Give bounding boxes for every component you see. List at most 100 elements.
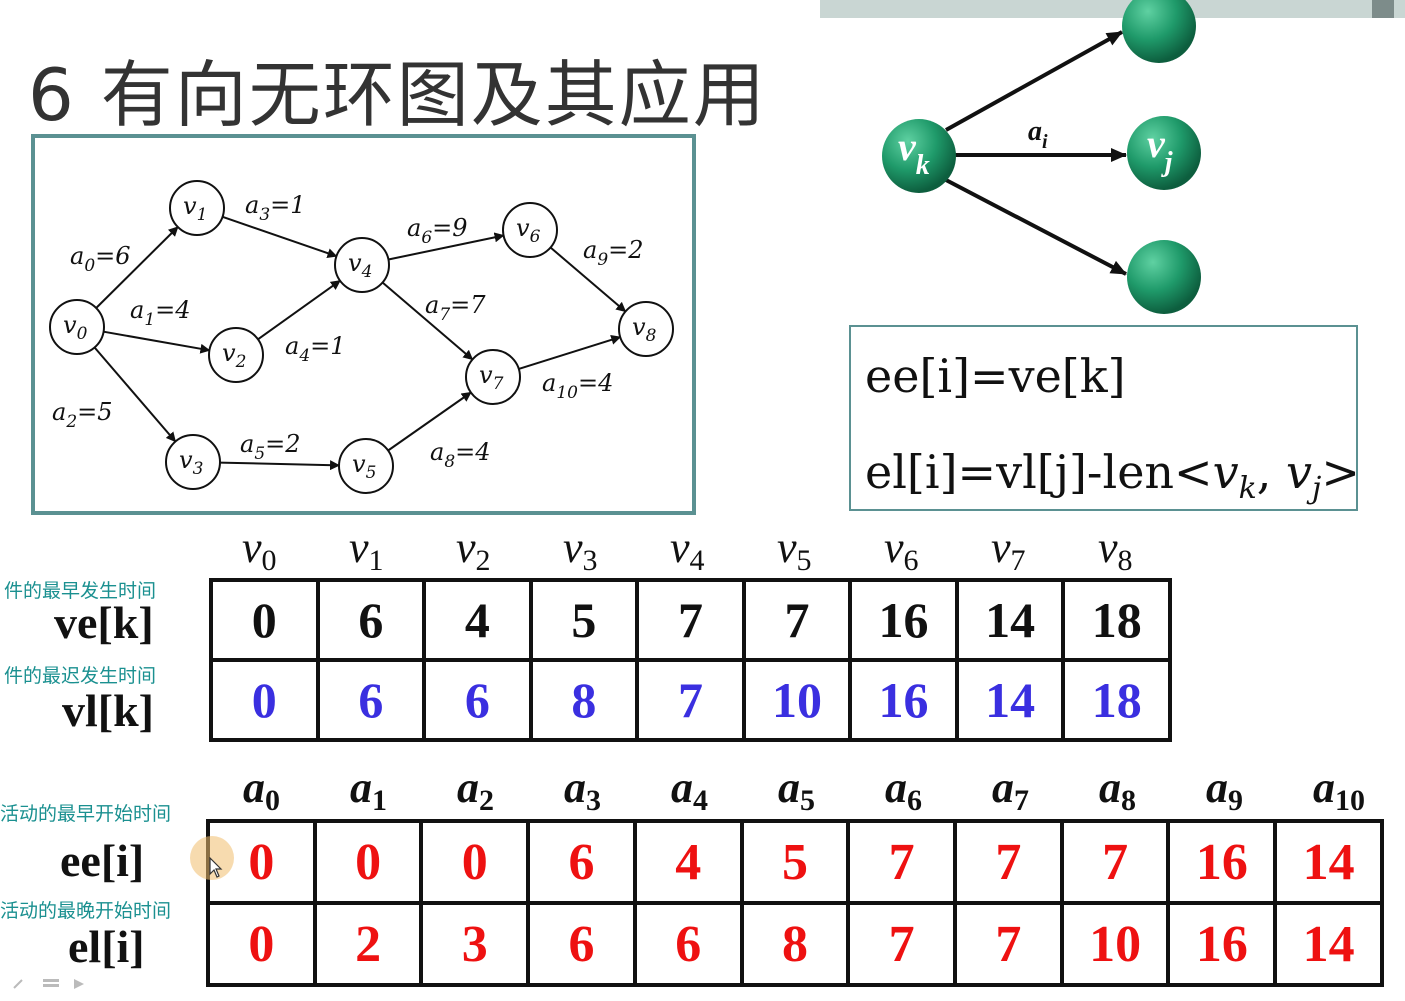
dag-edge-v1-v4: [222, 215, 338, 258]
vertex-edge-diagram: vk vj ai: [882, 0, 1201, 314]
target-node-bottom: [1127, 240, 1201, 314]
ve-cell-6: 16: [848, 578, 959, 662]
formula-el-v1: v: [1212, 445, 1239, 499]
el-cell-0: 0: [206, 901, 317, 987]
dag-node-label-v0: v0: [63, 311, 88, 344]
dag-edge-label-a2: a2=5: [52, 398, 113, 432]
dag-node-v8: [618, 301, 674, 357]
el-caption: 活动的最晚开始时间: [0, 900, 172, 922]
formula-el-sep: ,: [1256, 445, 1287, 499]
dag-node-label-v4: v4: [348, 249, 372, 282]
vl-label: vl[k]: [62, 685, 154, 736]
activity-header-a3: a3: [564, 763, 601, 817]
ve-cell-2: 4: [422, 578, 533, 662]
formula-el-v2-sub: j: [1312, 471, 1322, 507]
formula-el: el[i]=vl[j]-len<vk, vj>: [865, 445, 1360, 506]
dag-node-v1: [169, 180, 225, 236]
ee-cell-5: 5: [739, 819, 851, 905]
svg-text:vk: vk: [898, 124, 930, 181]
dag-node-label-v6: v6: [516, 214, 541, 247]
el-cell-3: 6: [526, 901, 637, 987]
formula-box: ee[i]=ve[k] el[i]=vl[j]-len<vk, vj>: [849, 325, 1360, 511]
dag-node-label-v2: v2: [222, 339, 246, 372]
vertex-header-v7: v7: [991, 523, 1026, 577]
vertex-header-v0: v0: [242, 523, 277, 577]
dag-edge-v7-v8: [518, 335, 622, 370]
vertex-header-v5: v5: [777, 523, 812, 577]
next-icon: [74, 979, 84, 989]
ee-caption: 活动的最早开始时间: [0, 803, 172, 825]
activity-header-a2: a2: [457, 763, 494, 817]
dag-node-v5: [338, 438, 394, 494]
dag-node-v7: [465, 349, 521, 405]
dag-edge-v5-v7: [387, 391, 472, 452]
vl-cell-8: 18: [1061, 658, 1172, 742]
el-cell-10: 14: [1273, 901, 1384, 987]
el-label: el[i]: [68, 921, 145, 972]
vl-caption: 件的最迟发生时间: [4, 665, 157, 687]
formula-el-v2: v: [1286, 445, 1313, 499]
activity-header-a5: a5: [778, 763, 815, 817]
pen-icon: [13, 979, 23, 989]
activity-header-a9: a9: [1206, 763, 1243, 817]
edge-up-arrow: [945, 30, 1123, 132]
ee-cell-1: 0: [312, 819, 424, 905]
dag-edge-label-a4: a4=1: [285, 332, 346, 366]
dag-node-label-v1: v1: [183, 192, 207, 225]
ve-cell-1: 6: [315, 578, 427, 662]
dag-edge-label-a0: a0=6: [70, 242, 131, 276]
dag-edge-label-a8: a8=4: [430, 438, 491, 472]
dag-edge-v0-v1: [95, 226, 179, 309]
ee-cell-8: 7: [1059, 819, 1171, 905]
ai-sub: i: [1042, 131, 1048, 153]
vertex-header-v2: v2: [456, 523, 491, 577]
dag-edge-label-a3: a3=1: [245, 191, 306, 225]
ve-cell-5: 7: [741, 578, 853, 662]
dag-node-v4: [334, 237, 390, 293]
ee-cell-4: 4: [632, 819, 744, 905]
svg-text:ai: ai: [1028, 116, 1048, 153]
dag-edge-v0-v2: [103, 330, 211, 354]
dag-node-v3: [165, 434, 221, 490]
formula-ee: ee[i]=ve[k]: [865, 349, 1126, 403]
ee-cell-2: 0: [419, 819, 531, 905]
activity-header-a8: a8: [1099, 763, 1136, 817]
dag-node-label-v3: v3: [179, 446, 203, 479]
vk-node: [882, 119, 956, 193]
dag-edge-label-a6: a6=9: [407, 214, 468, 248]
ee-cell-9: 16: [1166, 819, 1278, 905]
dag-edge-v6-v8: [549, 246, 627, 313]
vj-node: [1127, 116, 1201, 190]
vl-cell-2: 6: [422, 658, 533, 742]
vl-cell-1: 6: [315, 658, 427, 742]
dag-edge-label-a9: a9=2: [583, 236, 644, 270]
ve-caption: 件的最早发生时间: [4, 580, 157, 602]
slide-title: 6 有向无环图及其应用: [28, 53, 767, 137]
vl-cell-5: 10: [741, 658, 853, 742]
el-cell-1: 2: [312, 901, 424, 987]
vertex-header-v1: v1: [349, 523, 384, 577]
menu-icon: [43, 979, 59, 982]
el-cell-2: 3: [419, 901, 531, 987]
vl-cell-3: 8: [528, 658, 640, 742]
el-cell-4: 6: [632, 901, 744, 987]
dag-edge-label-a5: a5=2: [240, 430, 301, 464]
dag-edge-v0-v3: [93, 346, 177, 443]
vertex-header-v4: v4: [670, 523, 705, 577]
el-cell-8: 10: [1059, 901, 1171, 987]
activity-header-a7: a7: [992, 763, 1029, 817]
vl-cell-0: 0: [209, 658, 320, 742]
slide-controls[interactable]: [10, 972, 100, 994]
ee-cell-10: 14: [1273, 819, 1384, 905]
el-cell-5: 8: [739, 901, 851, 987]
ve-cell-3: 5: [528, 578, 640, 662]
vertex-header-v8: v8: [1098, 523, 1133, 577]
dag-node-v0: [49, 299, 105, 355]
vk-sub: k: [916, 150, 930, 181]
dag-edge-v4-v7: [381, 281, 474, 361]
ee-cell-0: 0: [206, 819, 317, 905]
